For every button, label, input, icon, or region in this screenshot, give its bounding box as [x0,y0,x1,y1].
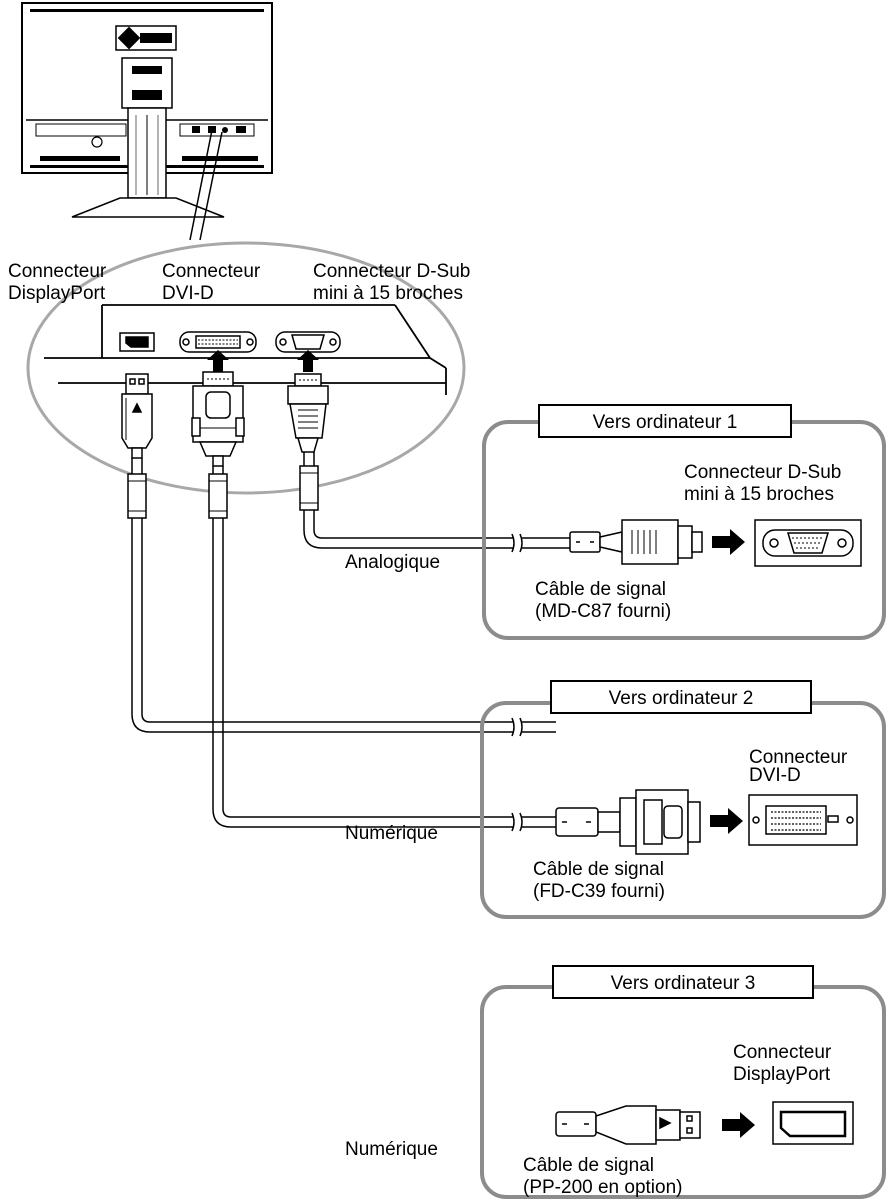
label-dvi-line1: Connecteur [162,261,261,282]
computer-3-title: Vers ordinateur 3 [552,965,814,999]
panel-ports [119,331,341,353]
zoom-panel-lines [44,304,447,395]
dvi-plug-monitor [191,371,245,519]
label-displayport-line1: Connecteur [8,261,107,282]
computer-3-cable-line2: (PP-200 en option) [523,1177,683,1198]
zoom-leader-lines [189,129,223,241]
displayport-plug-computer-body [555,1105,701,1145]
computer-2-title: Vers ordinateur 2 [550,680,812,714]
signal-digital-label-dvi: Numérique [345,823,438,844]
computer-1-connector-line2: mini à 15 broches [684,484,834,505]
computer-3-connector-line2: DisplayPort [733,1064,831,1085]
dvi-port-computer [748,794,858,846]
arrow-right-2 [710,808,743,834]
label-dsub-line1: Connecteur D-Sub [313,261,471,282]
label-displayport-line2: DisplayPort [8,283,106,304]
computer-1-cable-line1: Câble de signal [535,579,666,600]
cable-break-marks [511,533,523,832]
arrow-right-1 [712,529,745,555]
computer-3-connector-line1: Connecteur [733,1042,832,1063]
computer-2-connector-line2: DVI-D [749,765,801,786]
computer-1-connector-line1: Connecteur D-Sub [684,462,842,483]
computer-1-title: Vers ordinateur 1 [538,404,792,438]
cables [131,452,570,828]
signal-digital-label-dp: Numérique [345,1139,438,1160]
arrow-right-3 [722,1112,755,1138]
displayport-plug-monitor [121,373,153,519]
computer-3-cable-line1: Câble de signal [523,1155,654,1176]
dsub-port-computer [754,519,862,567]
stand-base [71,197,225,218]
computer-2-connector-line1: Connecteur [749,747,848,768]
computer-1-cable-line2: (MD-C87 fourni) [535,601,672,622]
insert-arrows-panel [207,350,319,372]
dvi-plug-computer [555,789,701,855]
vesa-mount [121,57,173,109]
monitor-rear-view [21,2,273,218]
dsub-plug-monitor [287,373,329,511]
computer-2-cable-line2: (FD-C39 fourni) [533,881,665,902]
signal-analog-label: Analogique [345,552,441,573]
label-dsub-line2: mini à 15 broches [313,283,463,304]
label-dvi-line2: DVI-D [162,283,214,304]
displayport-port-computer [772,1101,854,1145]
dsub-plug-computer [569,519,703,565]
computer-2-cable-line1: Câble de signal [533,859,664,880]
